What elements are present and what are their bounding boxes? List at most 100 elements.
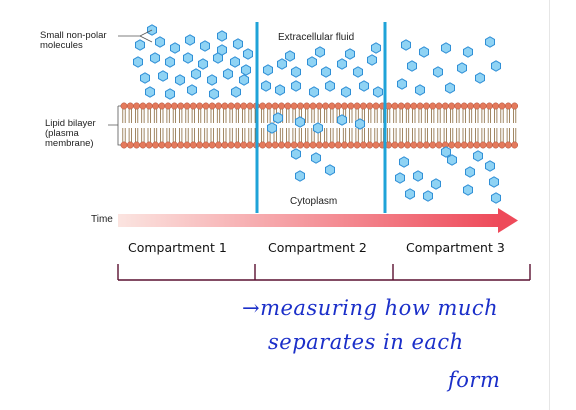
phospholipid-head <box>328 102 336 110</box>
phospholipid-head <box>366 141 374 149</box>
molecule-icon <box>291 66 301 78</box>
phospholipid-tail <box>286 109 290 123</box>
phospholipid-head <box>246 141 254 149</box>
phospholipid-head <box>448 102 456 110</box>
molecules-pointer <box>118 29 153 43</box>
molecule-icon <box>441 146 451 158</box>
phospholipid-tail <box>279 128 284 142</box>
phospholipid-head <box>271 141 279 149</box>
molecule-icon <box>187 84 197 96</box>
phospholipid-tail <box>135 109 139 123</box>
phospholipid-head <box>183 141 191 149</box>
lipid-bilayer-label: Lipid bilayer (plasma membrane) <box>45 118 96 149</box>
phospholipid-head <box>164 102 172 110</box>
phospholipid-head <box>133 141 141 149</box>
phospholipid-head <box>429 102 437 110</box>
phospholipid-tail <box>216 109 221 123</box>
phospholipid-tail <box>235 109 239 123</box>
phospholipid-tail <box>160 128 164 142</box>
phospholipid-tail <box>135 128 139 142</box>
molecule-icon <box>371 42 381 54</box>
phospholipid-tail <box>311 109 315 123</box>
phospholipid-tail <box>513 128 517 142</box>
phospholipid-tail <box>172 109 176 123</box>
molecule-icon <box>170 42 180 54</box>
phospholipid-head <box>177 141 185 149</box>
phospholipid-head <box>334 141 342 149</box>
phospholipid-tail <box>456 128 460 142</box>
molecule-icon <box>355 118 365 130</box>
phospholipid-tail <box>153 109 158 123</box>
phospholipid-head <box>391 141 399 149</box>
molecule-icon <box>263 64 273 76</box>
phospholipid-head <box>126 102 134 110</box>
phospholipid-tail <box>179 128 183 142</box>
phospholipid-head <box>410 102 418 110</box>
molecule-icon <box>261 80 271 92</box>
phospholipid-head <box>120 102 128 110</box>
phospholipid-head <box>416 102 424 110</box>
phospholipid-head <box>233 141 241 149</box>
phospholipid-tail <box>324 109 328 123</box>
phospholipid-head <box>504 141 512 149</box>
phospholipid-tail <box>235 128 239 142</box>
molecule-icon <box>165 88 175 100</box>
phospholipid-head <box>366 102 374 110</box>
phospholipid-tail <box>355 128 359 142</box>
phospholipid-head <box>303 102 311 110</box>
phospholipid-tail <box>216 128 221 142</box>
phospholipid-head <box>240 141 248 149</box>
molecule-icon <box>445 82 455 94</box>
phospholipid-head <box>202 102 210 110</box>
molecule-icon <box>140 72 150 84</box>
molecule-icon <box>155 36 165 48</box>
molecule-icon <box>321 66 331 78</box>
phospholipid-head <box>196 141 204 149</box>
molecule-icon <box>165 56 175 68</box>
phospholipid-tail <box>210 109 214 123</box>
phospholipid-tail <box>141 128 145 142</box>
time-arrow-shaft <box>118 214 500 227</box>
molecule-icon <box>233 38 243 50</box>
phospholipid-tail <box>204 128 208 142</box>
phospholipid-head <box>322 102 330 110</box>
phospholipid-head <box>189 102 197 110</box>
phospholipid-tail <box>443 128 447 142</box>
phospholipid-head <box>410 141 418 149</box>
phospholipid-tail <box>153 128 158 142</box>
phospholipid-head <box>511 141 519 149</box>
phospholipid-head <box>221 141 229 149</box>
phospholipid-tail <box>399 109 403 123</box>
phospholipid-tail <box>141 109 145 123</box>
phospholipid-tail <box>185 109 189 123</box>
phospholipid-head <box>492 141 500 149</box>
phospholipid-head <box>397 141 405 149</box>
phospholipid-tail <box>261 128 265 142</box>
molecule-icon <box>295 116 305 128</box>
phospholipid-head <box>120 141 128 149</box>
phospholipid-head <box>152 141 159 149</box>
phospholipid-head <box>328 141 336 149</box>
molecule-icon <box>307 56 317 68</box>
phospholipid-tail <box>387 109 391 123</box>
phospholipid-tail <box>242 128 246 142</box>
molecule-icon <box>401 39 411 51</box>
phospholipid-head <box>347 141 355 149</box>
phospholipid-head <box>315 102 323 110</box>
phospholipid-head <box>347 102 355 110</box>
molecule-icon <box>441 42 451 54</box>
phospholipid-head <box>397 102 405 110</box>
phospholipid-head <box>359 141 367 149</box>
phospholipid-head <box>139 102 147 110</box>
molecule-icon <box>337 58 347 70</box>
molecule-icon <box>485 36 495 48</box>
phospholipid-tail <box>399 128 403 142</box>
phospholipid-head <box>498 102 506 110</box>
molecule-icon <box>463 184 473 196</box>
molecule-icon <box>133 56 143 68</box>
bilayer-bracket <box>108 105 121 146</box>
molecule-icon <box>231 86 241 98</box>
phospholipid-tail <box>292 128 296 142</box>
phospholipid-head <box>271 102 279 110</box>
